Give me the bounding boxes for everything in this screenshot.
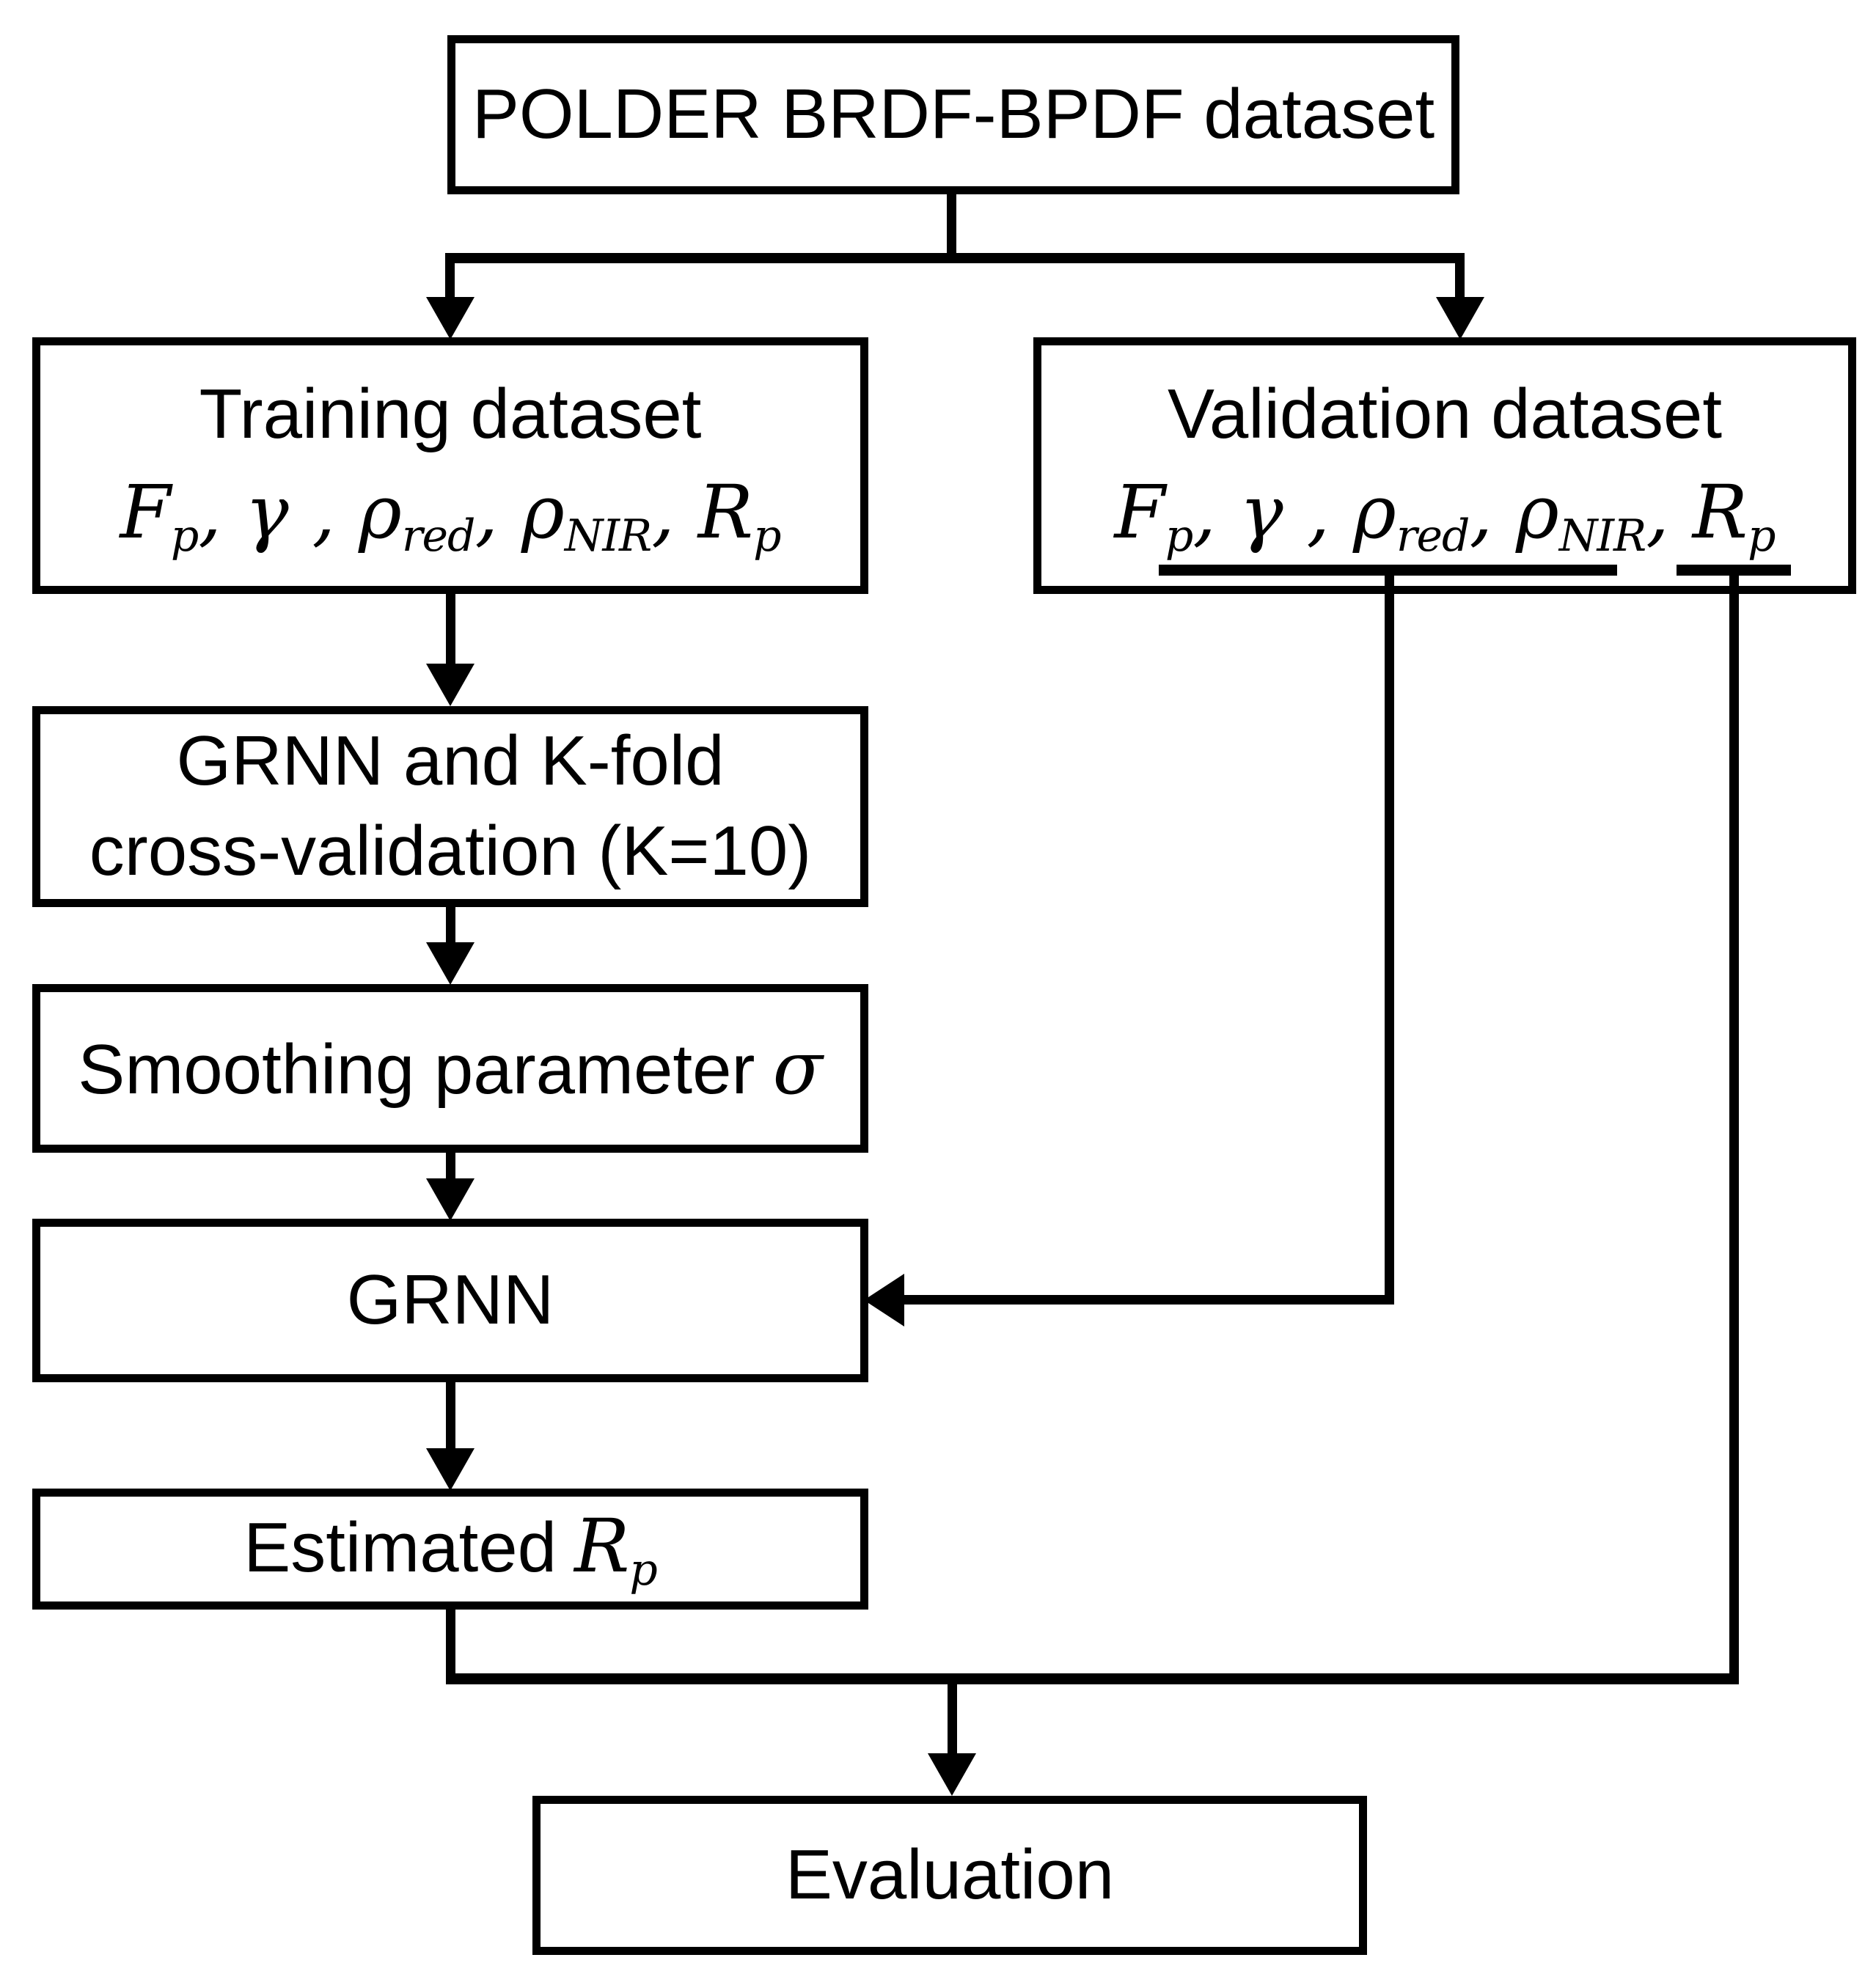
connector-kfold-to-smoothing [446, 903, 455, 947]
estimated-rp-box: Estimated Rp [32, 1489, 868, 1610]
estimated-text: Estimated [243, 1508, 557, 1588]
validation-dataset-variables: Fp, γ , ρred, ρNIR, Rp [1114, 469, 1776, 562]
training-dataset-box: Training dataset Fp, γ , ρred, ρNIR, Rp [32, 337, 868, 594]
smoothing-parameter-box: Smoothing parameter σ [32, 984, 868, 1153]
grnn-kfold-label-line1: GRNN and K-fold [176, 722, 725, 801]
connector-to-evaluation [948, 1683, 957, 1758]
connector-grnn-to-estimated [446, 1379, 455, 1452]
smoothing-sigma-symbol: σ [772, 1025, 823, 1111]
connector-merge-bar [446, 1673, 1739, 1684]
connector-smoothing-to-grnn [446, 1149, 455, 1184]
polder-dataset-box: POLDER BRDF-BPDF dataset [447, 35, 1459, 194]
connector-validation-rp-vertical [1729, 565, 1739, 1679]
arrowhead-into-smoothing [426, 942, 475, 985]
arrowhead-into-estimated [426, 1448, 475, 1491]
evaluation-label: Evaluation [785, 1835, 1115, 1915]
connector-top-split-bar [445, 253, 1465, 263]
training-dataset-title: Training dataset [199, 374, 702, 453]
arrowhead-into-grnn-top [426, 1178, 475, 1221]
evaluation-box: Evaluation [532, 1796, 1367, 1955]
connector-estimated-descender [446, 1606, 455, 1684]
arrowhead-into-evaluation [928, 1753, 976, 1796]
arrowhead-into-training [426, 297, 475, 340]
validation-dataset-title: Validation dataset [1167, 374, 1723, 453]
smoothing-parameter-label: Smoothing parameter σ [78, 1021, 822, 1115]
arrowhead-into-validation [1436, 297, 1484, 340]
arrowhead-into-grnn-right [864, 1274, 904, 1327]
connector-to-validation [1455, 253, 1465, 303]
estimated-rp-label: Estimated Rp [243, 1500, 658, 1599]
arrowhead-into-kfold [426, 664, 475, 706]
connector-validation-inputs-vertical [1385, 565, 1394, 1305]
grnn-kfold-box: GRNN and K-fold cross-validation (K=10) [32, 706, 868, 907]
grnn-kfold-label-line2: cross-validation (K=10) [89, 812, 812, 890]
estimated-rp-symbol: Rp [574, 1503, 658, 1596]
polder-dataset-label: POLDER BRDF-BPDF dataset [472, 75, 1435, 154]
grnn-label: GRNN [346, 1261, 554, 1340]
connector-validation-inputs-horizontal [902, 1295, 1394, 1305]
smoothing-parameter-text: Smoothing parameter [78, 1030, 755, 1109]
connector-training-to-kfold [446, 590, 455, 669]
connector-to-training [445, 253, 455, 303]
training-dataset-variables: Fp, γ , ρred, ρNIR, Rp [120, 469, 782, 562]
connector-polder-stub [947, 188, 956, 257]
validation-dataset-box: Validation dataset Fp, γ , ρred, ρNIR, R… [1033, 337, 1856, 594]
grnn-box: GRNN [32, 1219, 868, 1382]
